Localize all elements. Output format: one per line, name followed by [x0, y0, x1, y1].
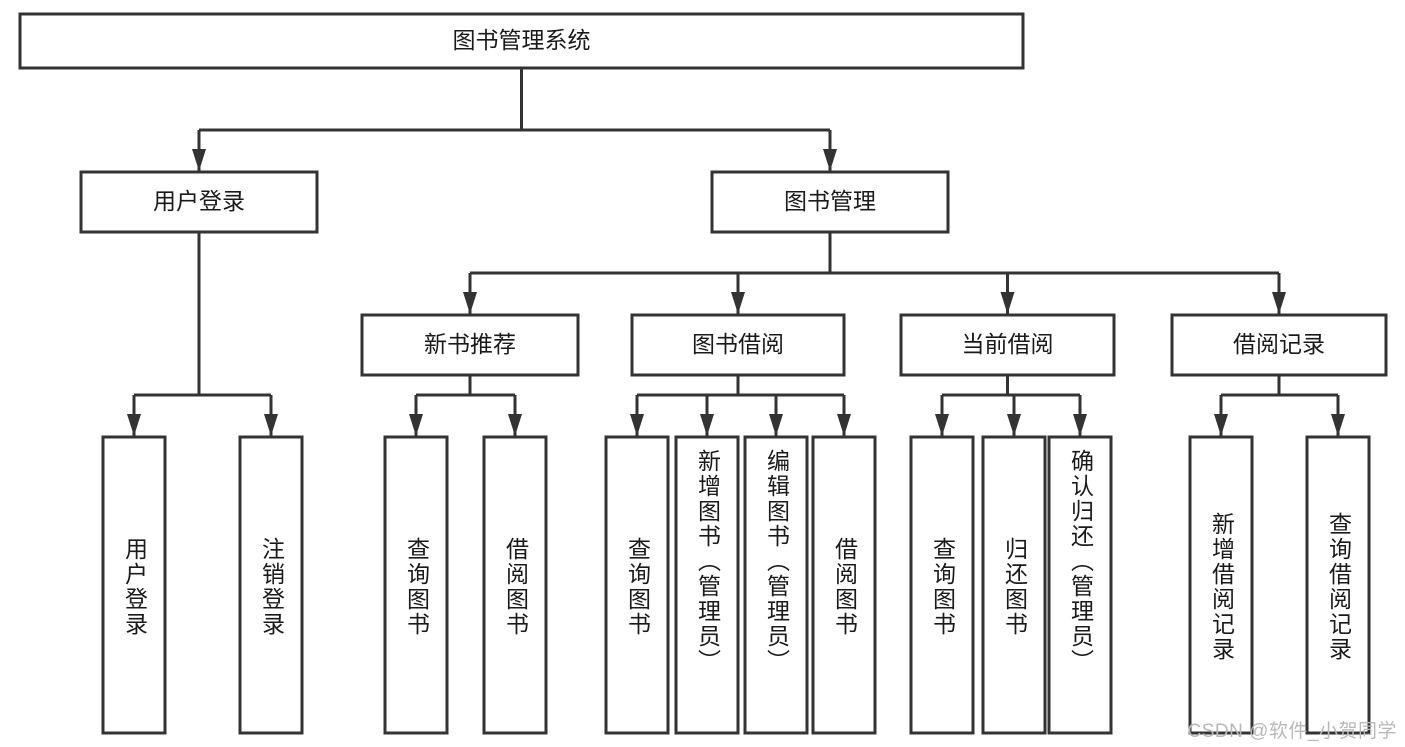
- node-box-leaf-borrow-book-1[interactable]: [482, 435, 548, 735]
- node-box-leaf-query-book-3[interactable]: [909, 435, 975, 735]
- arrow-head-book-borrow-leaves-0: [630, 414, 644, 436]
- arrow-head-current-borrow-leaves-2: [1073, 414, 1087, 436]
- node-label-root: 图书管理系统: [453, 27, 591, 53]
- node-label-user-login: 用户登录: [153, 188, 245, 214]
- arrow-head-root-0: [192, 149, 206, 171]
- node-box-current-borrow[interactable]: [899, 313, 1116, 377]
- node-box-leaf-add-record[interactable]: [1188, 435, 1254, 735]
- arrow-head-book-borrow-leaves-2: [769, 414, 783, 436]
- node-box-leaf-query-record[interactable]: [1305, 435, 1371, 735]
- node-box-borrow-record[interactable]: [1170, 313, 1388, 377]
- arrow-head-book-manage-3: [1272, 292, 1286, 314]
- node-box-leaf-confirm-return[interactable]: [1047, 435, 1113, 735]
- node-box-leaf-logout[interactable]: [238, 435, 304, 735]
- node-label-new-book-recommend: 新书推荐: [424, 331, 516, 357]
- node-box-leaf-query-book-2[interactable]: [604, 435, 670, 735]
- node-label-current-borrow: 当前借阅: [962, 331, 1054, 357]
- arrow-head-book-manage-0: [463, 292, 477, 314]
- node-box-new-book-recommend[interactable]: [360, 313, 580, 377]
- arrow-head-new-book-recommend-leaves-1: [508, 414, 522, 436]
- node-label-borrow-record: 借阅记录: [1233, 331, 1325, 357]
- arrow-head-user-login-leaves-0: [127, 414, 141, 436]
- arrow-head-new-book-recommend-leaves-0: [409, 414, 423, 436]
- node-label-book-manage: 图书管理: [784, 188, 876, 214]
- node-box-leaf-edit-book[interactable]: [743, 435, 809, 735]
- node-box-leaf-borrow-book-2[interactable]: [811, 435, 877, 735]
- arrow-head-book-manage-1: [731, 292, 745, 314]
- arrow-head-book-borrow-leaves-1: [700, 414, 714, 436]
- node-box-leaf-add-book[interactable]: [674, 435, 740, 735]
- node-box-leaf-query-book-1[interactable]: [383, 435, 449, 735]
- node-box-root[interactable]: [18, 12, 1025, 70]
- node-label-book-borrow: 图书借阅: [692, 331, 784, 357]
- arrow-head-current-borrow-leaves-1: [1007, 414, 1021, 436]
- arrow-head-user-login-leaves-1: [264, 414, 278, 436]
- boxes-layer: [18, 12, 1388, 735]
- node-box-leaf-user-login[interactable]: [101, 435, 167, 735]
- node-box-user-login[interactable]: [79, 170, 319, 234]
- connectors-layer: [127, 68, 1345, 436]
- arrow-head-borrow-record-leaves-0: [1214, 414, 1228, 436]
- arrow-head-book-manage-2: [1000, 292, 1015, 314]
- arrow-head-root-1: [823, 149, 837, 171]
- arrow-head-current-borrow-leaves-0: [935, 414, 949, 436]
- arrow-head-borrow-record-leaves-1: [1331, 414, 1345, 436]
- watermark-text: CSDN @软件_小贺同学: [1187, 721, 1397, 742]
- node-box-book-manage[interactable]: [710, 170, 950, 234]
- node-box-leaf-return-book[interactable]: [981, 435, 1047, 735]
- node-box-book-borrow[interactable]: [630, 313, 846, 377]
- arrow-head-book-borrow-leaves-3: [837, 414, 851, 436]
